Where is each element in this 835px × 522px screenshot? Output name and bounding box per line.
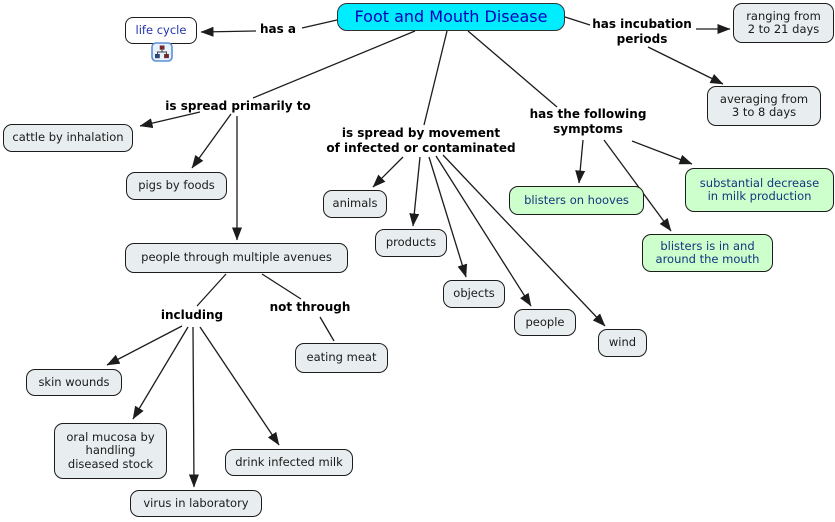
concept-ranging-2-to-21-days-text: 2 to 21 days: [747, 22, 820, 36]
link-including-to-oral-mucosa: [132, 326, 189, 420]
concept-people-through-multiple-avenues[interactable]: people through multiple avenues: [125, 243, 348, 273]
link-including-to-virus-in-laboratory: [188, 326, 199, 488]
concept-substantial-decrease-in-milk-production-text: in milk production: [707, 189, 812, 203]
concept-blisters-on-hooves[interactable]: blisters on hooves: [509, 186, 644, 215]
link-root-to-symptoms: [467, 30, 558, 108]
link-including-to-drink-infected-milk: [199, 326, 280, 446]
linking-phrase-including[interactable]: including: [158, 308, 226, 323]
concept-skin-wounds-text: skin wounds: [38, 374, 110, 389]
concept-oral-mucosa-by-handling-diseased-stock-text: diseased stock: [67, 456, 154, 471]
concept-people-through-multiple-avenues-text: people through multiple avenues: [141, 250, 332, 265]
concept-animals[interactable]: animals: [323, 190, 387, 218]
concept-drink-infected-milk[interactable]: drink infected milk: [225, 449, 353, 476]
link-root-to-has-incubation-periods: [564, 16, 591, 26]
concept-people-text: people: [525, 314, 565, 329]
link-symptoms-to-milk-production: [631, 140, 693, 165]
concept-people[interactable]: people: [514, 309, 576, 336]
concept-animals-text: animals: [332, 196, 378, 211]
link-has-incubation-to-averaging: [647, 46, 724, 85]
link-movement-to-animals: [372, 156, 404, 188]
link-root-to-is-spread-primarily-to: [252, 30, 416, 99]
link-avenues-to-including: [196, 273, 227, 307]
concept-averaging-3-to-8-days-text: 3 to 8 days: [731, 105, 797, 119]
concept-foot-and-mouth-disease-text: Foot and Mouth Disease: [354, 7, 548, 26]
life-cycle-submap-icon[interactable]: [151, 42, 173, 66]
concept-substantial-decrease-in-milk-production-text: substantial decrease: [699, 175, 820, 190]
concept-virus-in-laboratory[interactable]: virus in laboratory: [130, 490, 262, 517]
link-avenues-to-not-through: [261, 273, 302, 300]
link-has-a-to-life-cycle: [200, 26, 257, 37]
linking-phrase-has-the-following-symptoms-text: symptoms: [553, 122, 623, 136]
linking-phrase-not-through-text: not through: [269, 300, 351, 314]
concept-objects-text: objects: [453, 286, 495, 301]
concept-ranging-2-to-21-days-text: ranging from: [746, 8, 821, 23]
link-movement-to-objects: [428, 156, 468, 278]
concept-drink-infected-milk-text: drink infected milk: [235, 454, 343, 469]
concept-cattle-by-inhalation[interactable]: cattle by inhalation: [3, 124, 133, 152]
concept-eating-meat[interactable]: eating meat: [295, 343, 388, 373]
link-symptoms-to-blisters-mouth: [603, 139, 672, 232]
link-primarily-to-pigs: [191, 113, 232, 169]
link-not-through-to-eating-meat: [319, 316, 335, 342]
link-root-to-has-a: [301, 19, 338, 29]
linking-phrase-is-spread-by-movement-text: is spread by movement: [341, 126, 501, 140]
concept-cattle-by-inhalation-text: cattle by inhalation: [12, 130, 124, 145]
concept-pigs-by-foods[interactable]: pigs by foods: [126, 172, 227, 200]
concept-life-cycle-text: life cycle: [135, 22, 187, 37]
concept-pigs-by-foods-text: pigs by foods: [138, 178, 215, 193]
concept-objects[interactable]: objects: [443, 280, 505, 308]
concept-products-text: products: [385, 235, 437, 250]
concept-life-cycle[interactable]: life cycle: [125, 17, 197, 44]
linking-phrase-not-through[interactable]: not through: [268, 300, 352, 315]
link-movement-to-wind: [442, 154, 606, 327]
linking-phrase-has-incubation-periods-text: has incubation: [592, 17, 692, 31]
link-movement-to-products: [409, 156, 421, 227]
linking-phrase-including-text: including: [160, 308, 224, 322]
link-root-to-is-spread-by-movement: [423, 30, 448, 126]
concept-products[interactable]: products: [375, 229, 447, 257]
concept-wind[interactable]: wind: [598, 329, 647, 357]
link-movement-to-people: [435, 155, 532, 307]
concept-foot-and-mouth-disease[interactable]: Foot and Mouth Disease: [337, 3, 565, 31]
concept-oral-mucosa-by-handling-diseased-stock-text: oral mucosa by: [66, 429, 155, 444]
concept-skin-wounds[interactable]: skin wounds: [26, 369, 122, 396]
linking-phrase-has-incubation-periods-text: periods: [616, 32, 668, 46]
link-symptoms-to-blisters-on-hooves: [575, 139, 586, 184]
link-including-to-skin-wounds: [106, 325, 183, 366]
linking-phrase-is-spread-primarily-to-text: is spread primarily to: [165, 99, 311, 113]
concept-blisters-on-hooves-text: blisters on hooves: [524, 192, 629, 207]
concept-oral-mucosa-by-handling-diseased-stock-text: handling: [85, 443, 136, 458]
link-primarily-to-cattle: [139, 111, 201, 129]
concept-virus-in-laboratory-text: virus in laboratory: [143, 495, 249, 510]
linking-phrase-is-spread-by-movement-text: of infected or contaminated: [326, 141, 516, 155]
concept-averaging-3-to-8-days-text: averaging from: [719, 91, 809, 106]
linking-phrase-has-the-following-symptoms-text: has the following: [529, 107, 647, 121]
linking-phrase-has-a-text: has a: [259, 22, 297, 36]
concept-blisters-is-in-and-around-the-mouth-text: around the mouth: [655, 252, 760, 266]
concept-wind-text: wind: [608, 335, 637, 350]
concept-blisters-is-in-and-around-the-mouth-text: blisters is in and: [660, 238, 755, 253]
linking-phrase-has-a[interactable]: has a: [253, 22, 303, 37]
linking-phrase-is-spread-primarily-to[interactable]: is spread primarily to: [164, 99, 312, 114]
concept-eating-meat-text: eating meat: [306, 350, 377, 365]
